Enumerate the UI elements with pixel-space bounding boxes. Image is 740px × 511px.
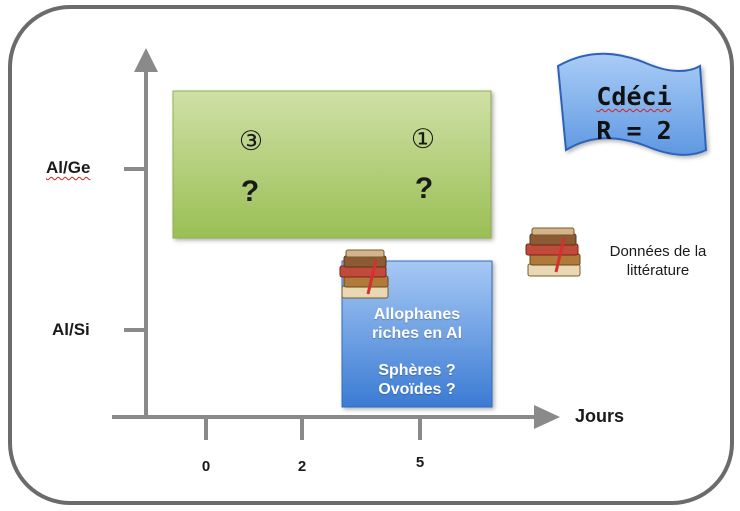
blue-region-questions: Sphères ? Ovoïdes ? bbox=[342, 361, 492, 399]
green-right-marker: ① bbox=[410, 124, 436, 155]
flag-line-2: R = 2 bbox=[596, 116, 672, 145]
flag-banner bbox=[556, 52, 708, 156]
blue-line-2: riches en Al bbox=[371, 325, 463, 342]
green-right-question: ? bbox=[414, 172, 434, 205]
x-tick-label-0: 0 bbox=[201, 458, 211, 475]
legend-line-1: Données de la bbox=[609, 243, 707, 260]
green-left-marker: ③ bbox=[238, 126, 264, 157]
x-tick-label-5: 5 bbox=[415, 454, 425, 471]
blue-line-4: Ovoïdes ? bbox=[378, 381, 456, 398]
y-label-alge: Al/Ge bbox=[46, 158, 91, 177]
green-left-question: ? bbox=[240, 175, 260, 208]
x-tick-label-2: 2 bbox=[297, 458, 307, 475]
blue-line-1: Allophanes bbox=[373, 306, 461, 323]
legend-text: Données de la littérature bbox=[585, 242, 731, 280]
green-region bbox=[172, 90, 492, 239]
flag-text: Cdéci R = 2 bbox=[572, 80, 696, 148]
blue-line-3: Sphères ? bbox=[378, 362, 456, 379]
books-icon bbox=[339, 249, 389, 299]
x-axis-title: Jours bbox=[575, 406, 625, 426]
y-label-alsi: Al/Si bbox=[52, 320, 90, 339]
blue-region-title: Allophanes riches en Al bbox=[342, 305, 492, 343]
x-axis-arrowhead bbox=[534, 405, 560, 429]
flag-line-1: Cdéci bbox=[596, 82, 672, 111]
books-icon bbox=[525, 227, 581, 277]
legend-line-2: littérature bbox=[626, 262, 690, 279]
y-axis-arrowhead bbox=[134, 48, 158, 72]
